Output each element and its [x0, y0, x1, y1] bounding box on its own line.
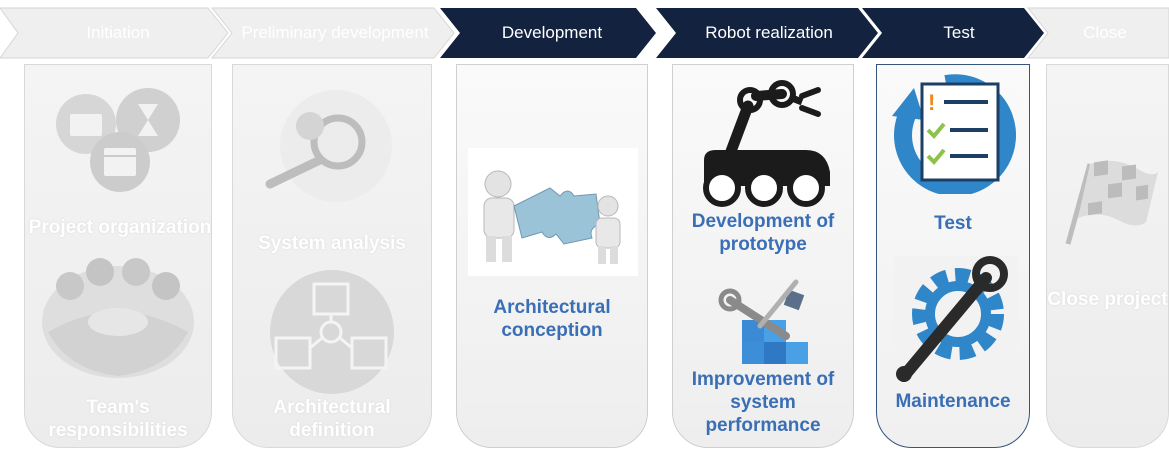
column-close — [1046, 64, 1169, 448]
chevron-close — [1026, 7, 1169, 59]
task-close-project: Close project — [1047, 289, 1168, 310]
phase-title-test: Test — [943, 23, 975, 42]
wrench-gear-icon — [894, 256, 1018, 382]
task-architectural-definition: Architectural definition — [273, 397, 391, 441]
task-improvement-of-system-performance: Improvement of system performance — [691, 369, 835, 436]
task-system-analysis: System analysis — [258, 233, 406, 254]
phase-title-close: Close — [1083, 23, 1127, 42]
modules-icon — [270, 270, 394, 394]
chevron-robot — [656, 8, 878, 58]
phase-title-preliminary: Preliminary development — [241, 23, 429, 42]
column-robot-realization — [672, 64, 854, 448]
chevron-preliminary — [210, 7, 455, 59]
magnifier-icon — [265, 90, 392, 202]
task-test: Test — [934, 213, 972, 234]
task-architectural-conception: Architectural conception — [493, 297, 611, 341]
puzzle-people-icon — [468, 148, 638, 276]
chevron-initiation — [0, 7, 229, 59]
chevron-test — [862, 8, 1044, 58]
calendar-hourglass-icon — [56, 88, 180, 192]
robot-arm-icon — [703, 80, 830, 207]
checklist-refresh-icon: ! — [892, 74, 1016, 194]
tools-cubes-icon — [718, 279, 808, 364]
svg-text:!: ! — [928, 90, 935, 115]
phase-chevron-bar — [0, 7, 1169, 59]
phase-title-initiation: Initiation — [86, 23, 150, 42]
chevron-development — [440, 8, 656, 58]
task-development-of-prototype: Development of prototype — [691, 211, 835, 255]
task-project-organization: Project organization — [28, 217, 212, 238]
task-teams-responsibilities: Team's responsibilities — [48, 397, 188, 441]
task-maintenance: Maintenance — [895, 391, 1011, 412]
team-circle-icon — [42, 258, 194, 378]
phase-title-robot-realization: Robot realization — [705, 23, 833, 42]
checkered-flag-icon — [1065, 160, 1158, 245]
phase-title-development: Development — [501, 23, 603, 42]
